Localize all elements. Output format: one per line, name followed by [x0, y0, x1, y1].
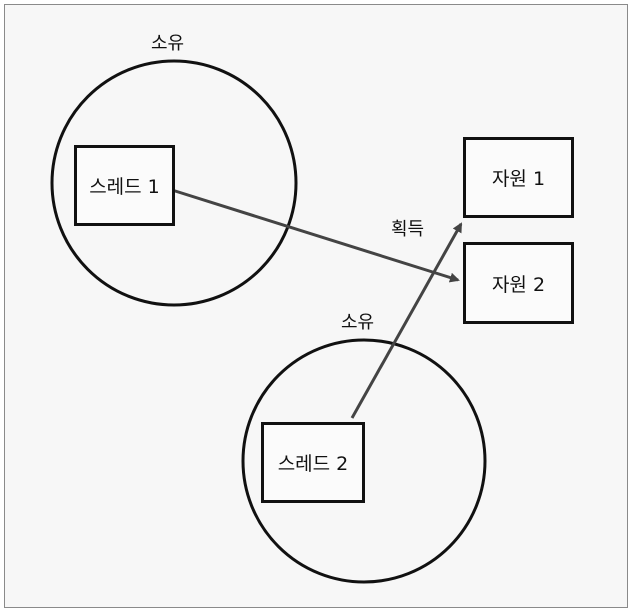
thread2-ownership-circle [241, 338, 487, 584]
thread2-label: 스레드 2 [277, 453, 349, 475]
thread1-owns-label: 소유 [151, 33, 185, 54]
thread1-label: 스레드 1 [89, 176, 160, 198]
thread1-box: 스레드 1 [74, 145, 175, 226]
thread1-ownership-circle [50, 59, 298, 307]
resource1-label: 자원 1 [491, 168, 546, 190]
thread1-to-resource2-arrow [171, 188, 460, 283]
resource2-box: 자원 2 [463, 242, 574, 324]
thread2-owns-label: 소유 [341, 312, 375, 333]
resource1-box: 자원 1 [463, 137, 574, 218]
acquire-label: 획득 [391, 219, 425, 240]
thread2-to-resource1-arrow [350, 222, 463, 419]
resource2-label: 자원 2 [491, 273, 546, 296]
thread2-box: 스레드 2 [261, 422, 365, 503]
